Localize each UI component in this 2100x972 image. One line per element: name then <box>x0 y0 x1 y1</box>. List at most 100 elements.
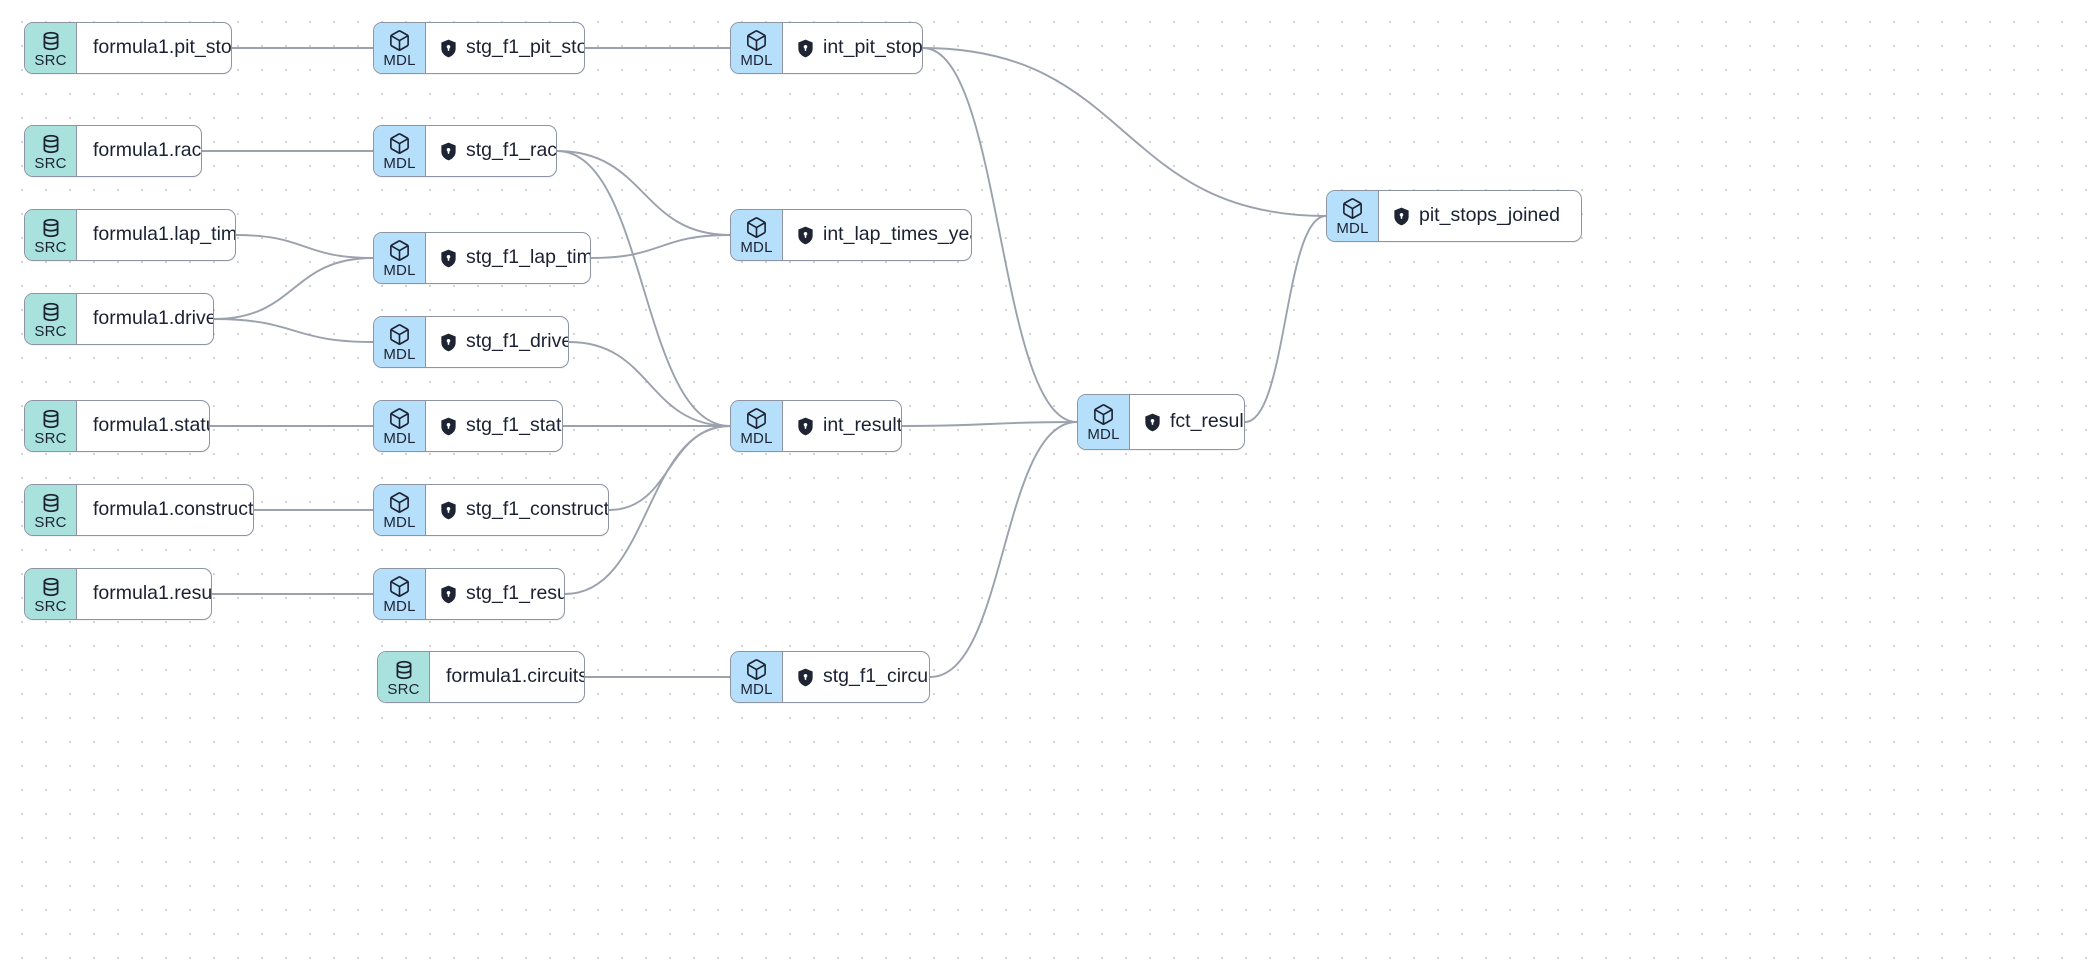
node-type-label: SRC <box>34 154 67 172</box>
node-label: formula1.status <box>93 414 209 437</box>
shield-lock-icon <box>797 668 814 687</box>
shield-lock-icon <box>440 142 457 161</box>
node-body: formula1.drivers <box>77 294 213 344</box>
node-type-badge: MDL <box>374 233 426 283</box>
graph-node-stg_f1_pit_stops[interactable]: MDL stg_f1_pit_stops <box>373 22 585 74</box>
cube-icon <box>745 29 768 52</box>
cube-icon <box>388 407 411 430</box>
node-body: stg_f1_pit_stops <box>426 23 584 73</box>
edge-src_lap_times-to-stg_f1_lap_times <box>235 234 374 259</box>
database-icon <box>40 301 62 323</box>
shield-lock-icon <box>440 417 457 436</box>
node-type-badge: SRC <box>25 485 77 535</box>
graph-node-int_pit_stops[interactable]: MDL int_pit_stops <box>730 22 923 74</box>
node-type-badge: SRC <box>25 126 77 176</box>
node-type-label: MDL <box>383 52 416 69</box>
cube-icon <box>745 658 768 681</box>
graph-node-int_results[interactable]: MDL int_results <box>730 400 902 452</box>
node-label: stg_f1_circuits <box>823 665 929 688</box>
graph-node-stg_f1_lap_times[interactable]: MDL stg_f1_lap_times <box>373 232 591 284</box>
edge-int_pit_stops-to-pit_stops_joined <box>922 47 1327 217</box>
node-type-badge: MDL <box>374 23 426 73</box>
node-type-label: MDL <box>383 262 416 279</box>
cube-icon <box>1341 197 1364 220</box>
node-label: formula1.drivers <box>93 307 213 330</box>
node-body: int_results <box>783 401 901 451</box>
node-label: stg_f1_drivers <box>466 330 568 353</box>
shield-lock-icon <box>440 501 457 520</box>
node-type-label: MDL <box>383 598 416 615</box>
node-label: int_pit_stops <box>823 36 923 59</box>
node-label: formula1.pit_stops <box>93 36 232 59</box>
cube-icon <box>388 323 411 346</box>
database-icon <box>393 659 415 681</box>
node-body: formula1.constructors <box>77 485 253 535</box>
node-type-label: MDL <box>740 52 773 69</box>
node-type-badge: MDL <box>374 485 426 535</box>
node-body: formula1.circuits <box>430 652 584 702</box>
database-icon <box>40 408 62 430</box>
node-type-badge: SRC <box>25 210 77 260</box>
edge-stg_f1_races-to-int_lap_times_years <box>556 150 731 236</box>
node-body: stg_f1_results <box>426 569 564 619</box>
graph-node-src_pit_stops[interactable]: SRC formula1.pit_stops <box>24 22 232 74</box>
node-label: formula1.lap_times <box>93 223 236 246</box>
node-body: fct_results <box>1130 395 1244 449</box>
graph-node-pit_stops_joined[interactable]: MDL pit_stops_joined <box>1326 190 1582 242</box>
edge-stg_f1_constructors-to-int_results <box>608 425 731 511</box>
cube-icon <box>388 575 411 598</box>
database-icon <box>40 133 62 155</box>
node-body: int_pit_stops <box>783 23 923 73</box>
graph-node-stg_f1_drivers[interactable]: MDL stg_f1_drivers <box>373 316 569 368</box>
node-type-label: SRC <box>387 680 420 698</box>
node-type-label: SRC <box>34 51 67 69</box>
node-type-label: MDL <box>1336 220 1369 237</box>
node-type-badge: MDL <box>374 569 426 619</box>
node-body: formula1.status <box>77 401 209 451</box>
node-type-label: MDL <box>740 430 773 447</box>
shield-lock-icon <box>797 39 814 58</box>
shield-lock-icon <box>440 333 457 352</box>
node-type-badge: SRC <box>378 652 430 702</box>
shield-lock-icon <box>797 417 814 436</box>
database-icon <box>40 217 62 239</box>
edge-int_results-to-fct_results <box>901 421 1078 427</box>
edge-stg_f1_races-to-int_results <box>556 150 731 427</box>
database-icon <box>40 30 62 52</box>
graph-node-src_circuits[interactable]: SRC formula1.circuits <box>377 651 585 703</box>
node-type-badge: MDL <box>374 317 426 367</box>
node-label: stg_f1_results <box>466 582 564 605</box>
edge-src_drivers-to-stg_f1_lap_times <box>213 257 374 320</box>
cube-icon <box>745 216 768 239</box>
node-label: formula1.races <box>93 139 202 162</box>
node-body: formula1.results <box>77 569 211 619</box>
graph-node-src_races[interactable]: SRC formula1.races <box>24 125 202 177</box>
node-body: pit_stops_joined <box>1379 191 1581 241</box>
edge-stg_f1_circuits-to-fct_results <box>929 421 1078 678</box>
edge-stg_f1_drivers-to-int_results <box>568 341 731 427</box>
node-label: pit_stops_joined <box>1419 204 1560 227</box>
shield-lock-icon <box>440 39 457 58</box>
graph-node-stg_f1_results[interactable]: MDL stg_f1_results <box>373 568 565 620</box>
node-body: formula1.pit_stops <box>77 23 232 73</box>
node-type-label: SRC <box>34 238 67 256</box>
database-icon <box>40 492 62 514</box>
graph-node-src_lap_times[interactable]: SRC formula1.lap_times <box>24 209 236 261</box>
edge-src_drivers-to-stg_f1_drivers <box>213 318 374 343</box>
cube-icon <box>388 29 411 52</box>
shield-lock-icon <box>1393 207 1410 226</box>
node-body: stg_f1_lap_times <box>426 233 590 283</box>
node-body: stg_f1_drivers <box>426 317 568 367</box>
